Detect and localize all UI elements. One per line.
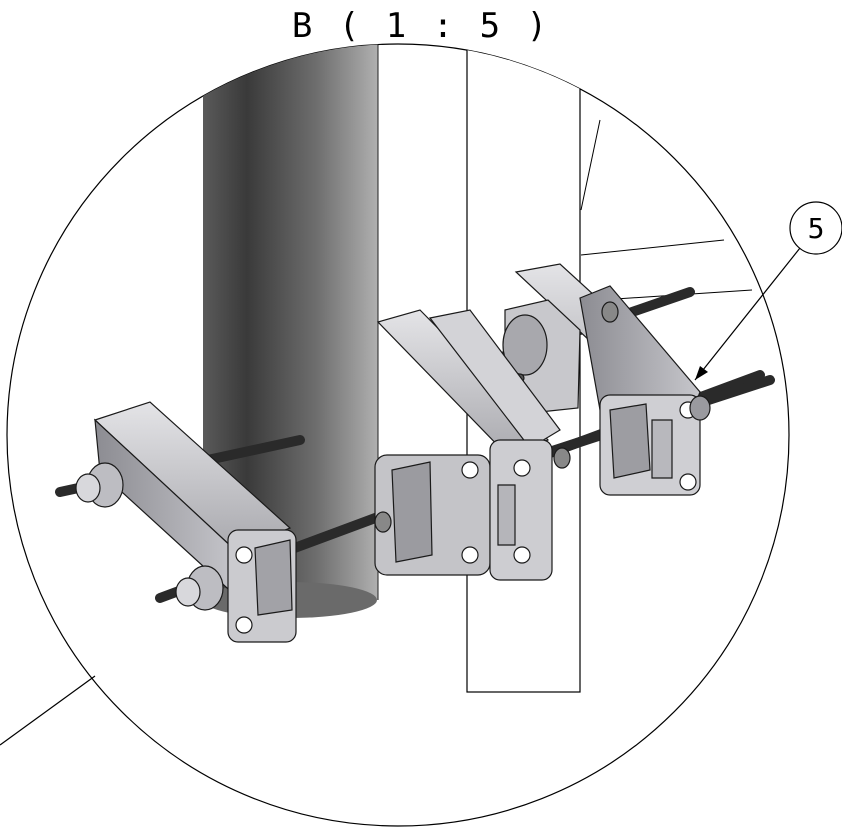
balloon-callout-5: 5: [694, 201, 842, 381]
detail-boundary-circle: [6, 43, 790, 827]
nuts-washers: [75, 301, 711, 611]
bracket-left: [93, 401, 297, 643]
detail-leader-line: [0, 675, 96, 746]
bracket-middle: [374, 309, 561, 581]
construction-lines: [580, 119, 753, 301]
balloon-number: 5: [808, 212, 825, 245]
detail-view-title: B ( 1 : 5 ): [291, 6, 551, 46]
